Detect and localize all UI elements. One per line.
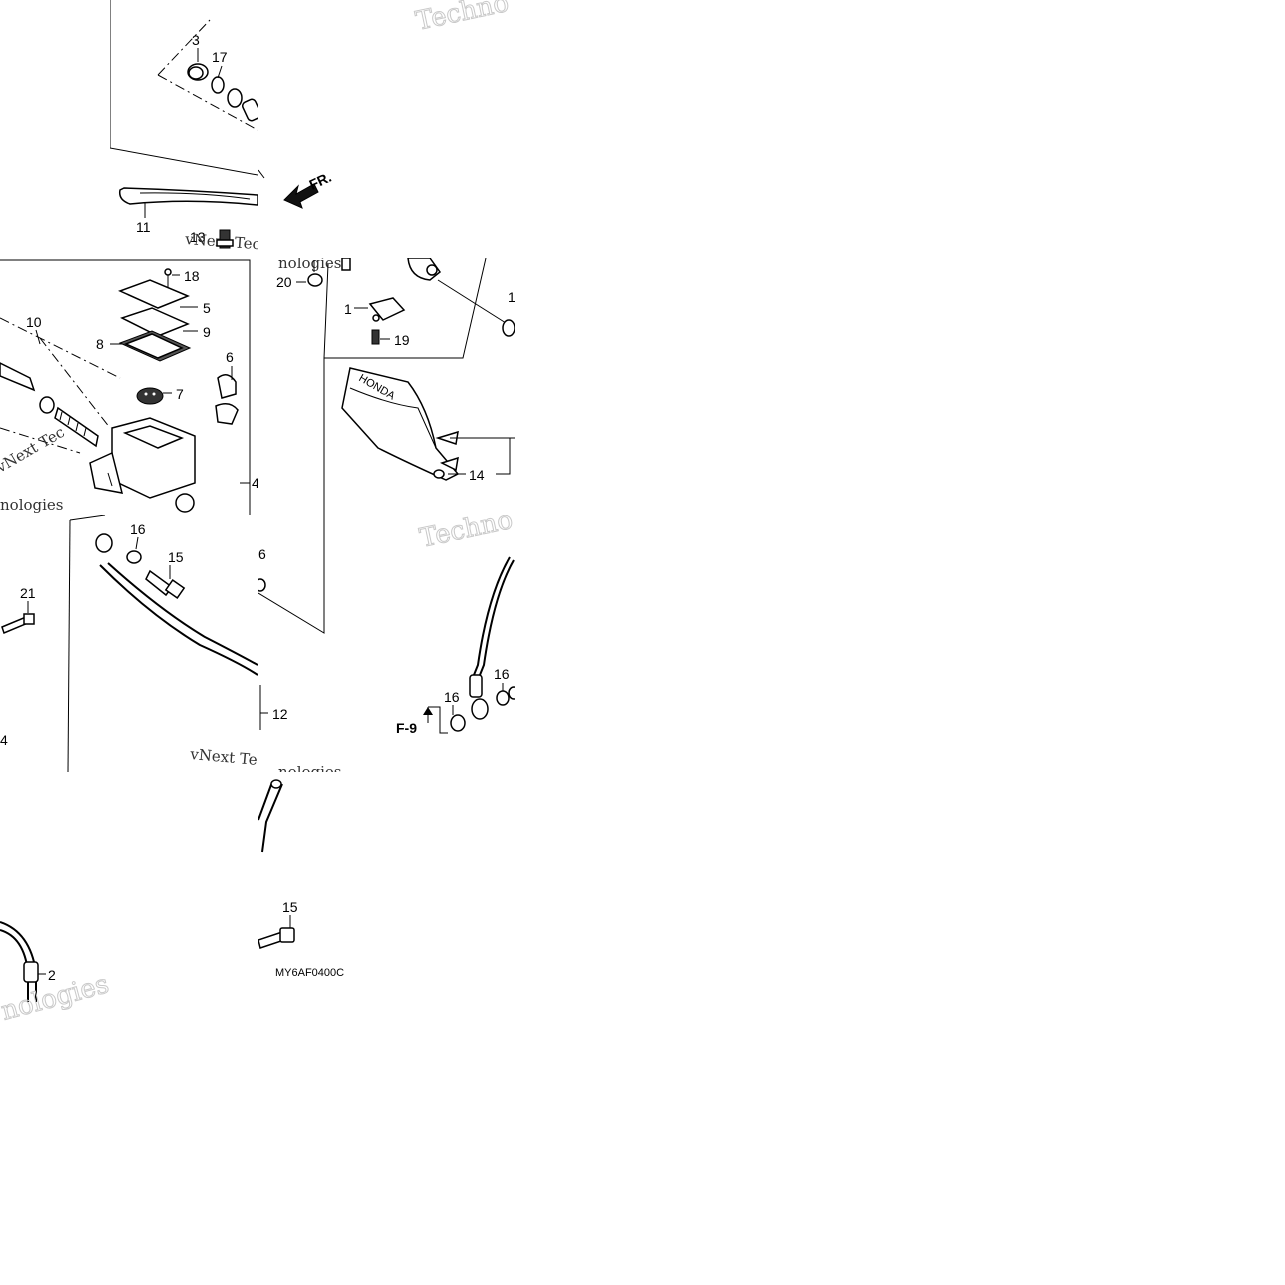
- dust-seal-part: [187, 63, 209, 81]
- piston-kit-part: [0, 362, 99, 448]
- callout-9: 9: [203, 324, 211, 340]
- watermark-lower: nologies: [0, 969, 112, 1026]
- lever-group-drawing: 3 17 11 13 vNext Tec: [110, 0, 258, 253]
- reference-label: F-9: [396, 720, 417, 736]
- callout-8: 8: [96, 336, 104, 352]
- watermark-next: vNext Tec: [0, 423, 68, 477]
- nut-part: [307, 273, 323, 287]
- callout-13: 13: [190, 229, 206, 245]
- callout-15c: 15: [282, 899, 298, 915]
- hose-segment-part: [258, 779, 283, 853]
- callout-10b: 10: [508, 289, 515, 305]
- callout-16: 16: [130, 521, 146, 537]
- grip-part: [407, 258, 442, 281]
- screw-part: [371, 329, 380, 345]
- callout-6: 6: [226, 349, 234, 365]
- callout-4: 4: [252, 475, 258, 491]
- callout-15: 15: [168, 549, 184, 565]
- callout-20: 20: [276, 274, 292, 290]
- stop-switch-part: [368, 297, 406, 322]
- callout-1: 1: [344, 301, 352, 317]
- master-cylinder-drawing: 18 5 9 8 7 10: [0, 259, 258, 515]
- callout-5: 5: [203, 300, 211, 316]
- watermark-top: nologies: [278, 258, 342, 272]
- watermark-nologies: nologies: [0, 496, 64, 514]
- lower-hose-drawing: 6 12 Techno 16 16 F: [258, 515, 515, 772]
- bottom-bolt-drawing: 15 MY6AF0400C: [258, 779, 344, 979]
- bolt-part: [1, 613, 35, 635]
- tile-switch-handguard: nologies 20 1 19: [258, 258, 515, 515]
- holder-part: [215, 374, 239, 425]
- watermark-techno: Techno: [413, 0, 512, 37]
- callout-16b: 16: [494, 666, 510, 682]
- oil-bolt-part: [145, 569, 186, 599]
- callout-21: 21: [20, 585, 36, 601]
- callout-12: 12: [272, 706, 288, 722]
- callout-19: 19: [394, 332, 410, 348]
- callout-10: 10: [26, 314, 42, 330]
- pivot-bolt-part: [216, 229, 234, 249]
- hose-fittings-drawing: 16 15 21 4 vNext Tec: [0, 515, 258, 772]
- brake-lever-part: [118, 187, 258, 206]
- sealing-washer-part: [126, 550, 142, 564]
- callout-4b: 4: [0, 732, 8, 748]
- callout-17: 17: [212, 49, 228, 65]
- callout-14: 14: [469, 467, 485, 483]
- switch-handguard-drawing: nologies 20 1 19: [276, 258, 515, 515]
- handguard-part: HONDA: [341, 367, 460, 481]
- circlip-part: [211, 76, 258, 122]
- tile-bottom-bolt: 15 MY6AF0400C: [258, 772, 515, 1030]
- lower-hose-left-drawing: 2 nologies: [0, 921, 113, 1027]
- callout-2: 2: [48, 967, 56, 983]
- direction-drawing: Techno FR.: [258, 0, 512, 209]
- reference-arrow-icon: [423, 707, 433, 723]
- callout-16c: 16: [444, 689, 460, 705]
- callout-11: 11: [136, 219, 151, 235]
- watermark-techno2: Techno: [417, 515, 515, 554]
- banjo-fitting-part: [95, 533, 258, 676]
- front-direction-arrow-icon: [283, 183, 319, 209]
- tile-lower-hose: 6 12 Techno 16 16 F: [258, 515, 515, 772]
- callout-7: 7: [176, 386, 184, 402]
- reservoir-cap-part: [118, 268, 192, 362]
- watermark-nologies2: nologies: [278, 763, 342, 772]
- brake-hose-part: [450, 556, 515, 732]
- tile-master-cylinder: 18 5 9 8 7 10: [0, 258, 258, 515]
- hose-end-part: [0, 921, 39, 1002]
- callout-3: 3: [192, 32, 200, 48]
- tile-hose-fittings: 16 15 21 4 vNext Tec: [0, 515, 258, 772]
- tile-lower-hose-left: 2 nologies: [0, 772, 258, 1030]
- callout-18: 18: [184, 268, 200, 284]
- callout-6b: 6: [258, 546, 266, 562]
- diaphragm-plate-part: [136, 387, 164, 405]
- diagram-code: MY6AF0400C: [275, 967, 344, 979]
- master-cylinder-body-part: [89, 417, 196, 513]
- direction-label: FR.: [307, 169, 334, 193]
- tile-direction: Techno FR.: [258, 0, 515, 258]
- oil-bolt-lower-part: [258, 927, 295, 949]
- watermark-bottom: vNext Tec: [189, 745, 258, 770]
- tile-lever-group: 3 17 11 13 vNext Tec: [110, 0, 258, 258]
